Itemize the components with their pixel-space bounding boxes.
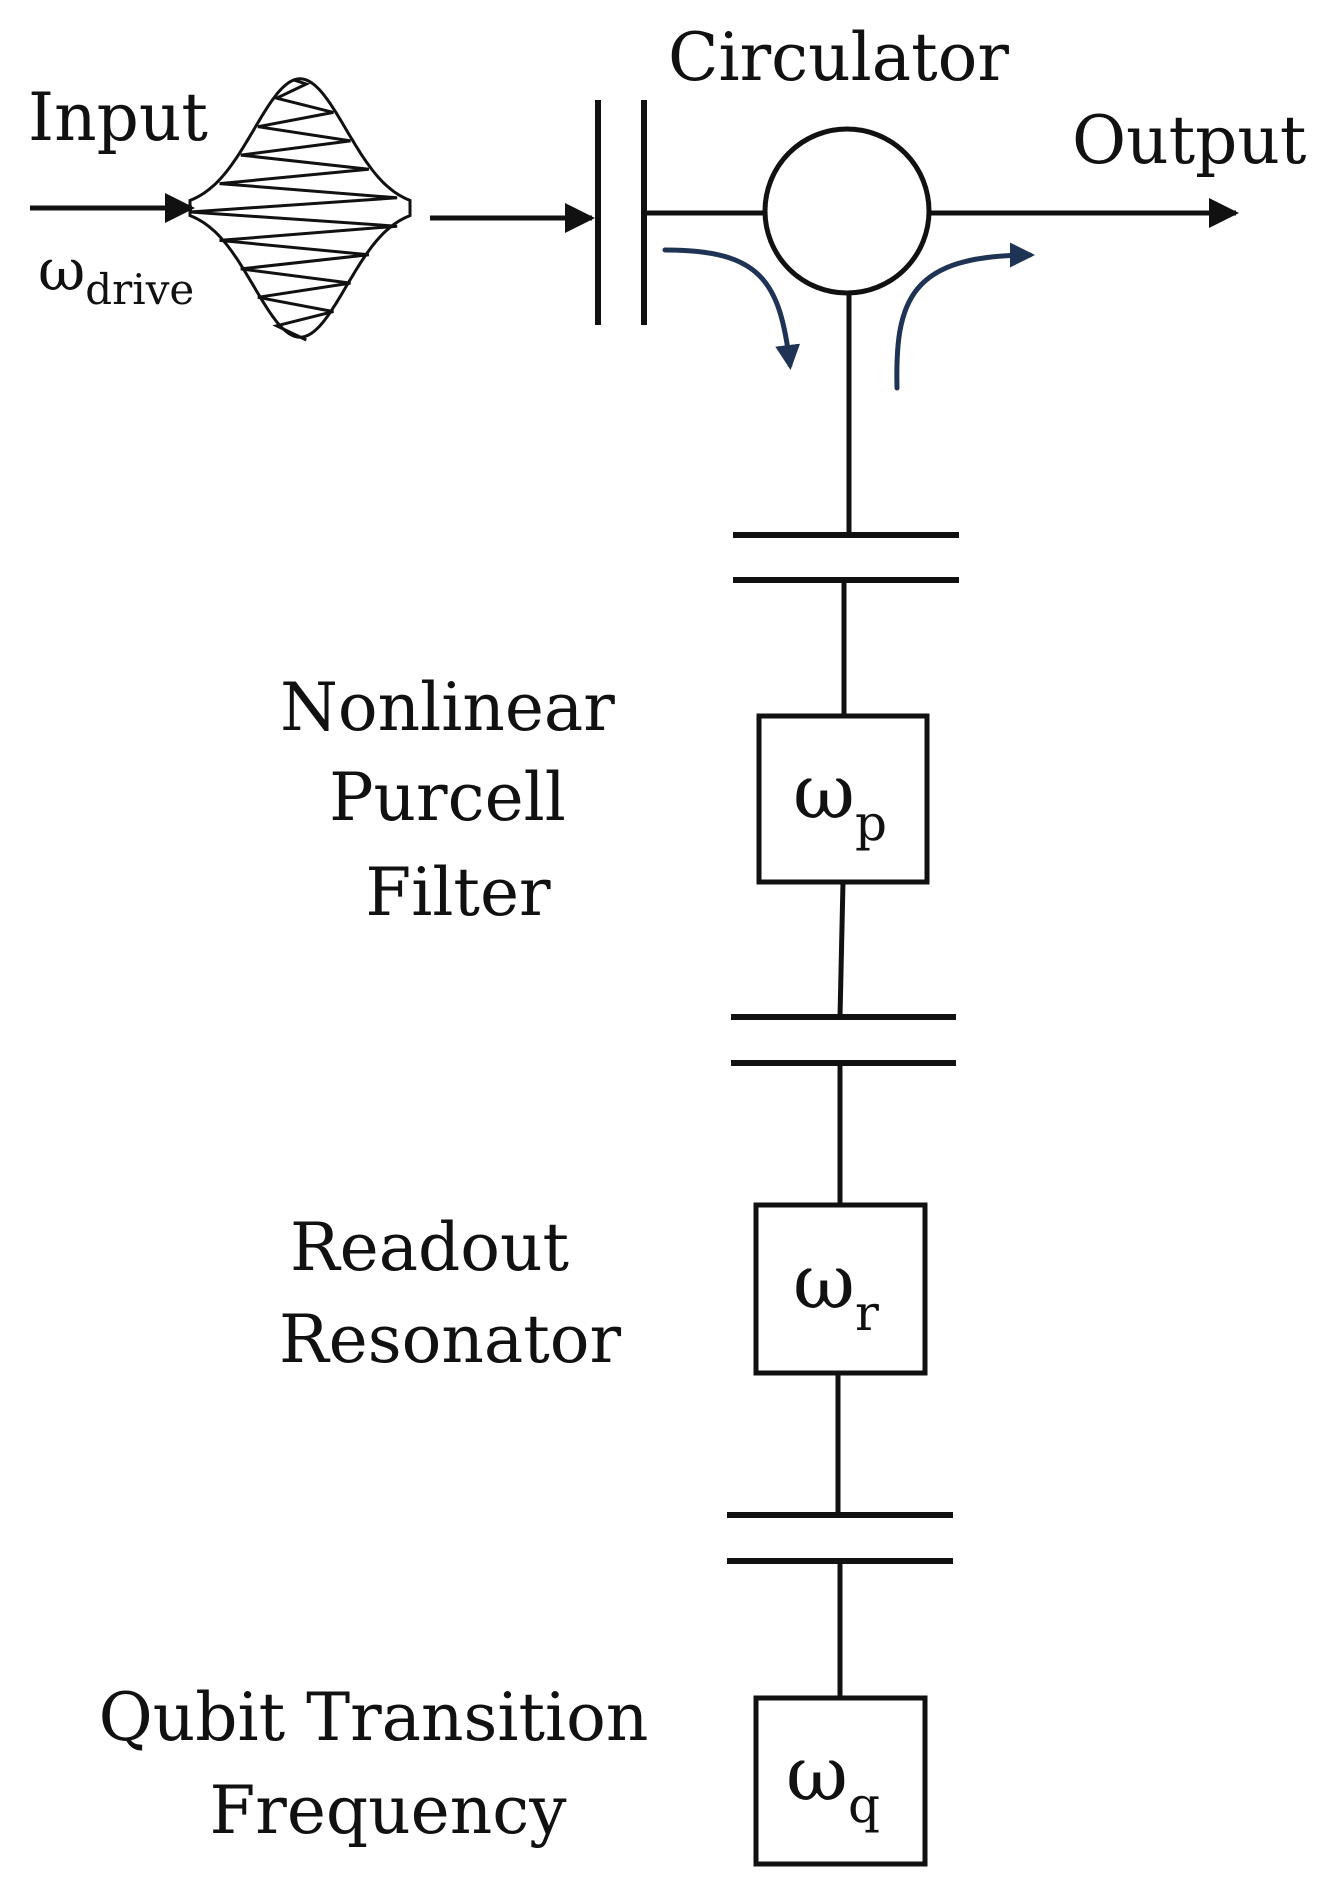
drive-frequency-symbol: ω [38,236,85,304]
readout-resonator-label: Readout Resonator [279,1209,621,1378]
purcell-frequency-label: ωp [793,747,887,852]
drive-frequency-label: ωdrive [38,236,194,314]
purcell-to-readout-coupler-wire [837,881,846,1018]
purcell-filter-label: Nonlinear Purcell Filter [280,669,636,931]
input-label: Input [28,79,208,156]
qubit-transition-frequency-label: Qubit Transition Frequency [99,1679,670,1849]
drive-frequency-subscript: drive [85,265,194,314]
readout-frequency-label: ωr [793,1237,879,1342]
qubit-frequency-label: ωq [786,1729,880,1834]
circulator-symbol [762,126,932,296]
qubit-box [753,1695,928,1867]
drive-pulse-icon [188,77,412,342]
input-coupling-capacitor [595,100,647,325]
qubit-coupling-capacitor [727,1512,953,1564]
outgoing-flow-arrow [894,242,1035,391]
readout-coupling-capacitor [731,1014,956,1066]
incoming-flow-arrow [662,247,801,370]
output-label: Output [1072,102,1306,179]
readout-resonator-box [753,1202,928,1376]
purcell-coupling-capacitor [733,532,959,583]
circulator-label: Circulator [668,19,1009,96]
purcell-filter-box [756,713,930,885]
